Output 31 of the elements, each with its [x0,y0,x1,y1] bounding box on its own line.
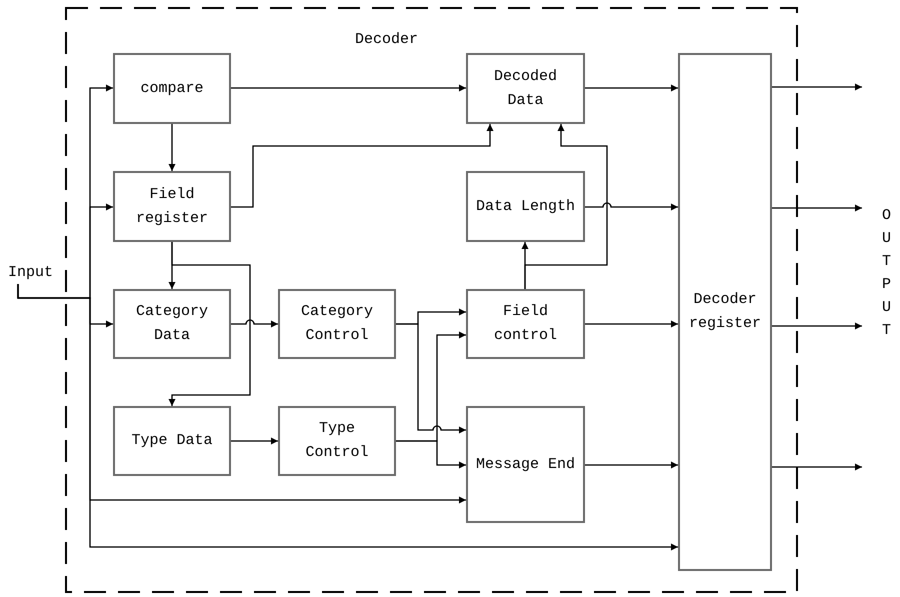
input-label: Input [4,263,60,284]
arrow [524,124,608,289]
arrow [585,84,678,92]
arrow [231,84,466,92]
process-box: Category Data [113,289,231,359]
arrow [585,462,678,468]
arrow [17,284,678,550]
process-box: compare [113,53,231,124]
process-box: Type Control [278,406,396,476]
arrow [396,440,466,468]
arrow [772,204,862,212]
process-box: Field register [113,171,231,242]
arrow [231,319,278,328]
arrow [168,242,251,406]
process-box: Category Control [278,289,396,359]
arrow [231,438,278,444]
arrow [585,202,678,210]
arrow [772,464,862,470]
arrow [231,124,494,208]
arrow [585,320,678,328]
process-box: Field control [466,289,585,359]
process-box: Message End [466,406,585,523]
arrow [168,124,176,171]
output-label: OUTPUT [882,206,892,341]
process-box: Type Data [113,406,231,476]
arrow [772,84,862,90]
group-title: Decoder [355,30,418,50]
process-box: Decoded Data [466,53,585,124]
process-box: Data Length [466,171,585,242]
arrow [772,322,862,330]
process-box: Decoder register [678,53,772,571]
